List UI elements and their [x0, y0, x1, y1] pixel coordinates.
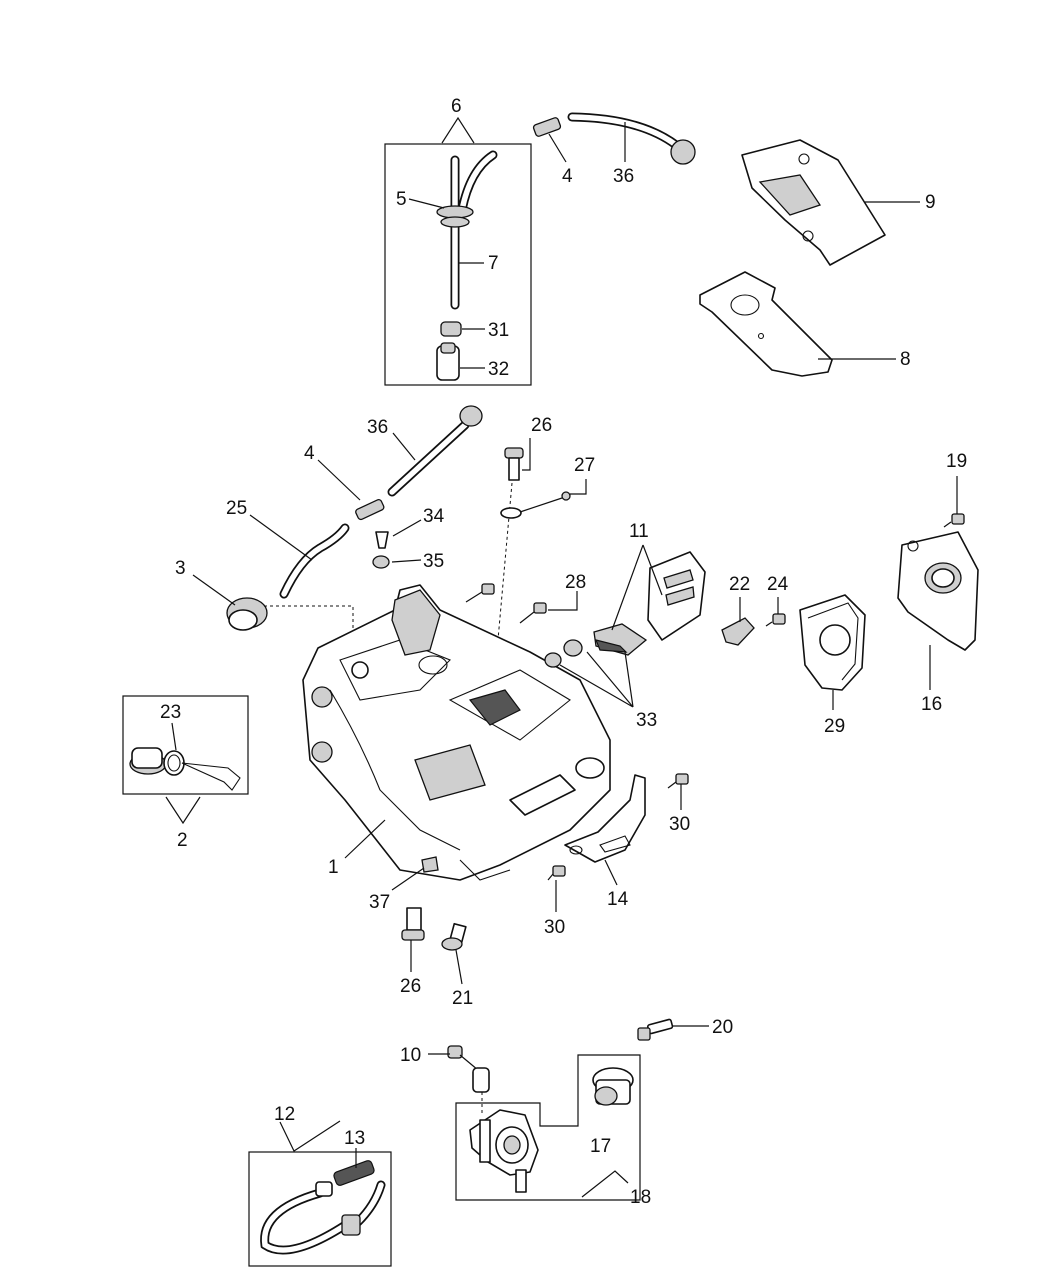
handle-part-22	[721, 617, 755, 646]
filter-part-32	[436, 342, 460, 381]
oil-pump-part-18	[469, 1109, 539, 1193]
plate-part-8	[699, 271, 833, 377]
callout-2: 2	[177, 830, 188, 851]
kit-box-18	[455, 1054, 641, 1201]
filter-part-13	[333, 1160, 375, 1186]
callout-30-lower: 30	[544, 917, 565, 938]
oil-pickup-tube-part	[436, 150, 498, 310]
primer-bulb-part-3	[226, 597, 268, 631]
clip-part-37	[421, 856, 439, 873]
bushing-part-33-a	[563, 639, 583, 657]
callout-7: 7	[488, 253, 499, 274]
callout-12: 12	[274, 1104, 295, 1125]
callout-21: 21	[452, 988, 473, 1009]
callout-22: 22	[729, 574, 750, 595]
sprocket-cover-part-16	[897, 531, 979, 651]
screw-part-24	[765, 613, 786, 627]
grommet-part-31	[440, 321, 462, 337]
kit-box-12	[248, 1151, 392, 1267]
oil-hose-part-12	[260, 1180, 386, 1255]
callout-16: 16	[921, 694, 942, 715]
callout-30-upper: 30	[669, 814, 690, 835]
fitting-part-4-lower	[355, 498, 385, 521]
fitting-part-4-upper	[532, 117, 562, 137]
callout-4-upper: 4	[562, 166, 573, 187]
callout-5: 5	[396, 189, 407, 210]
valve-part-34	[375, 531, 389, 549]
bolt-part-21	[441, 922, 467, 951]
callout-11: 11	[629, 521, 649, 542]
callout-36-upper: 36	[613, 166, 634, 187]
callout-34: 34	[423, 506, 445, 527]
bracket-part-27	[500, 491, 571, 519]
callout-14: 14	[607, 889, 629, 910]
callout-29: 29	[824, 716, 845, 737]
callout-37: 37	[369, 892, 390, 913]
worm-gear-part-17	[592, 1067, 634, 1106]
screw-part-28-b	[519, 602, 547, 624]
kit-box-6	[384, 143, 532, 386]
hose-part-25	[279, 523, 350, 599]
callout-23: 23	[160, 702, 181, 723]
bushing-part-33-b	[544, 652, 562, 668]
callout-labels: 6 5 7 31 32 4 36 9 8 36 4 25 3 26 27 34 …	[160, 96, 967, 1208]
callout-36-lower: 36	[367, 417, 388, 438]
callout-27: 27	[574, 455, 595, 476]
callout-33: 33	[636, 710, 657, 731]
callout-1: 1	[328, 857, 339, 878]
hose-part-36-lower	[387, 405, 483, 497]
callout-8: 8	[900, 349, 911, 370]
screw-part-30-lower	[547, 865, 566, 881]
callout-31: 31	[488, 320, 509, 341]
callout-25: 25	[226, 498, 247, 519]
hose-part-10	[447, 1045, 490, 1093]
callout-28: 28	[565, 572, 586, 593]
cover-part-9	[741, 139, 886, 266]
callout-24: 24	[767, 574, 789, 595]
callout-26-upper: 26	[531, 415, 552, 436]
crankcase-part-1	[302, 584, 611, 881]
screw-part-19	[943, 513, 965, 528]
bolt-part-26-lower	[401, 907, 425, 941]
callout-9: 9	[925, 192, 936, 213]
callout-19: 19	[946, 451, 967, 472]
plate-part-14	[564, 774, 646, 863]
callout-6: 6	[451, 96, 462, 117]
screw-part-28-a	[465, 583, 495, 603]
callout-20: 20	[712, 1017, 733, 1038]
screw-part-20	[637, 1018, 674, 1041]
callout-3: 3	[175, 558, 186, 579]
callout-26-lower: 26	[400, 976, 421, 997]
callout-13: 13	[344, 1128, 365, 1149]
leader-lines	[171, 122, 958, 1168]
callout-4-lower: 4	[304, 443, 315, 464]
screw-part-26-upper	[504, 447, 524, 481]
kit-box-2	[122, 695, 249, 795]
callout-10: 10	[400, 1045, 421, 1066]
oil-cap-part-23	[129, 747, 241, 791]
cover-part-29	[799, 594, 866, 691]
hose-part-36-upper	[567, 112, 696, 165]
valve-part-35	[372, 555, 390, 569]
callout-35: 35	[423, 551, 444, 572]
bracket-part-11b	[593, 623, 648, 656]
screw-part-30-upper	[667, 773, 689, 789]
callout-32: 32	[488, 359, 509, 380]
callout-18: 18	[630, 1187, 651, 1208]
guard-part-11	[647, 551, 706, 641]
callout-17: 17	[590, 1136, 611, 1157]
